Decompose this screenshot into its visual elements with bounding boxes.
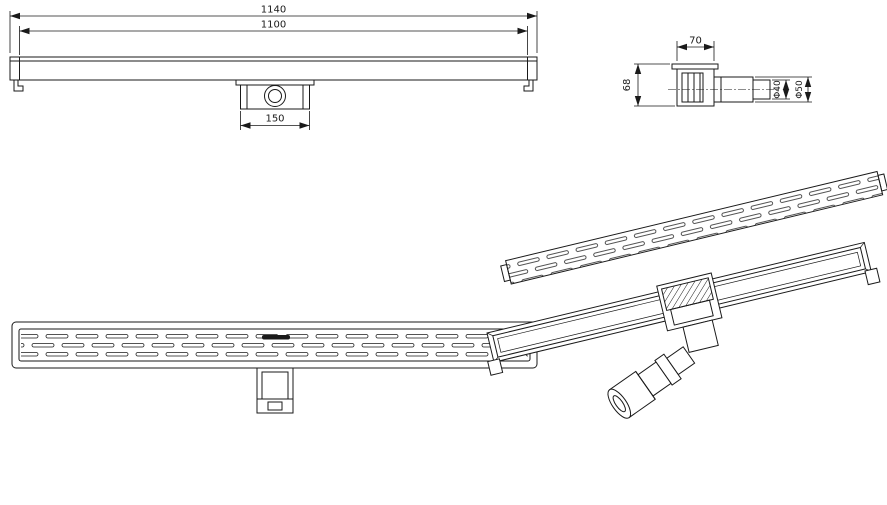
- iso-right-foot: [864, 267, 881, 286]
- plan-view: [11, 321, 538, 414]
- dim-trap-height: 68: [622, 63, 675, 107]
- iso-drain-pipe: [607, 346, 696, 419]
- outlet-circle-outer: [264, 85, 286, 107]
- right-foot-bracket: [523, 79, 534, 92]
- dim-pipe-outer-diameter: Φ50: [755, 76, 812, 103]
- end-view: 70 68 Φ40 Φ50: [622, 36, 812, 107]
- isometric-view: [486, 170, 887, 419]
- iso-trap-box: [656, 272, 723, 353]
- dim-body-length: 1100: [19, 20, 528, 55]
- dim-outlet-width: 150: [240, 111, 310, 130]
- dim-label-1100: 1100: [261, 20, 286, 31]
- trap-housing-side: [671, 63, 719, 107]
- dim-label-70: 70: [689, 36, 702, 47]
- dim-label-phi40: Φ40: [773, 80, 783, 99]
- grate-center-mark: [262, 335, 290, 340]
- iso-grate: [500, 170, 887, 285]
- pipe-cap-face-inner: [612, 395, 626, 413]
- trap-housing-plan: [256, 367, 294, 414]
- front-elevation-view: 1140 1100 150: [9, 5, 538, 130]
- dim-label-phi50: Φ50: [795, 80, 805, 99]
- outlet-circle-inner: [268, 89, 282, 103]
- trap-housing-front: [235, 79, 315, 110]
- iso-assembly: [486, 170, 887, 376]
- dim-label-1140: 1140: [261, 5, 286, 16]
- dim-trap-width: 70: [676, 36, 715, 61]
- outlet-pipe-side: [668, 76, 778, 103]
- left-foot-bracket: [13, 79, 24, 92]
- iso-left-foot: [487, 358, 504, 376]
- dim-pipe-inner-diameter: Φ40: [772, 79, 790, 100]
- dim-label-68: 68: [622, 79, 633, 92]
- dim-overall-length: 1140: [9, 5, 538, 53]
- dim-label-150: 150: [265, 114, 284, 125]
- channel-body: [9, 56, 538, 81]
